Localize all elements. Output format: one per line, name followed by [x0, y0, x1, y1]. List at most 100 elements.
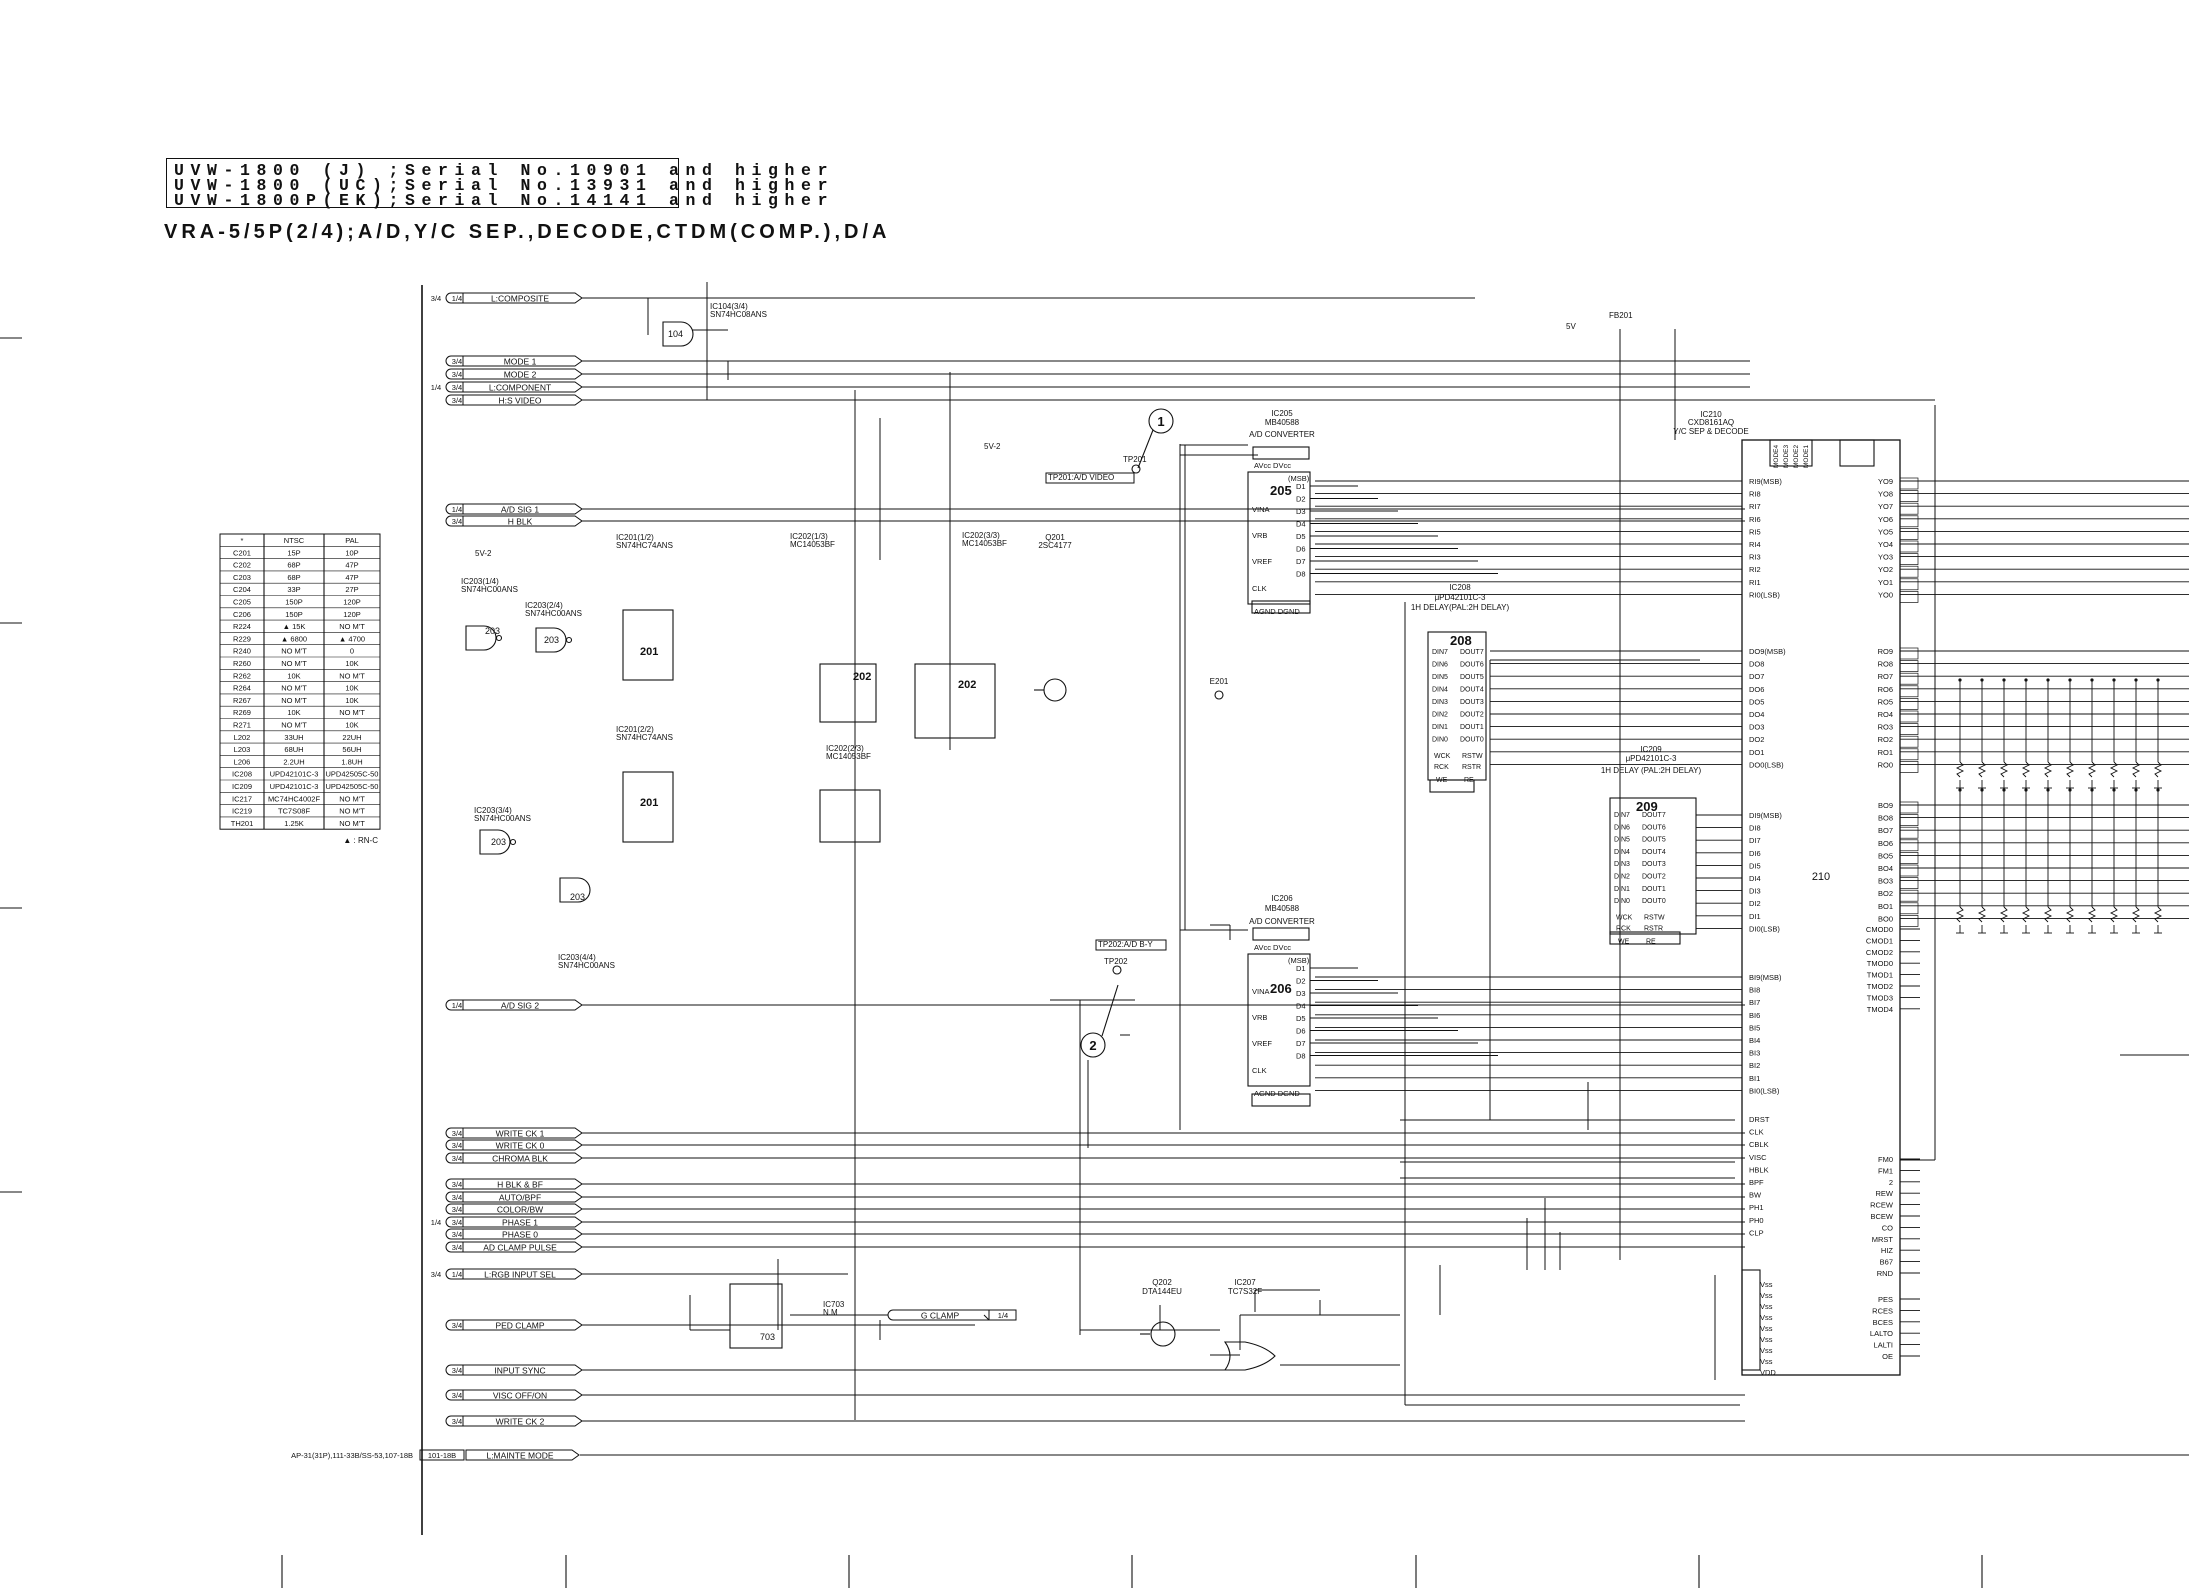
ic210-pin-misc2: OE	[1882, 1352, 1893, 1361]
ic206-msb: (MSB)	[1288, 956, 1310, 965]
parts-table-cell: C204	[233, 585, 251, 594]
parts-table-cell: 47P	[345, 561, 358, 570]
connector-label: VISC OFF/ON	[493, 1391, 547, 1401]
ic210-pin-misc2: PES	[1878, 1295, 1893, 1304]
ic202a-name: IC202(1/3)	[790, 532, 828, 541]
connector-ref: 1/4	[452, 505, 462, 514]
connector-label: COLOR/BW	[497, 1205, 543, 1215]
ic208-pin-we: WE	[1436, 777, 1448, 784]
ic210-pin-top-mode4: MODE4	[1773, 445, 1780, 469]
ic210-func: Y/C SEP & DECODE	[1673, 427, 1748, 436]
connector-ref: 3/4	[452, 383, 462, 392]
ic210-pin-ctrl: BW	[1749, 1191, 1762, 1200]
parts-table-cell: 47P	[345, 573, 358, 582]
ic207-name: IC207	[1234, 1278, 1256, 1287]
parts-table-cell: ▲ 6800	[281, 634, 307, 643]
ic209-pin-din2: DIN2	[1614, 874, 1630, 881]
ic210-pin-misc: REW	[1876, 1189, 1894, 1198]
ic203-nand-gates	[465, 625, 591, 903]
parts-table-cell: 33P	[287, 585, 300, 594]
ic208-pin-din6: DIN6	[1432, 662, 1448, 669]
ic206-pin-d4: D4	[1296, 1002, 1306, 1011]
connector-page: 3/4	[431, 1270, 441, 1279]
marker-2-label: 2	[1089, 1038, 1096, 1053]
parts-table-cell: NO M'T	[281, 696, 307, 705]
ic210-pin-bo: BO3	[1878, 877, 1893, 886]
parts-table-cell: R267	[233, 696, 251, 705]
ic210-pin-r: RI5	[1749, 527, 1761, 536]
ic210-pin-vss: Vss	[1760, 1280, 1773, 1289]
connector-label: L:COMPOSITE	[491, 294, 549, 304]
ic210-pin-misc2: LALTI	[1874, 1341, 1893, 1350]
parts-table-cell: 33UH	[284, 733, 303, 742]
ic210-pin-r: RI7	[1749, 502, 1761, 511]
ic205-name: IC205	[1271, 409, 1293, 418]
ic202b-part: MC14053BF	[826, 752, 871, 761]
parts-table-cell: NO M'T	[281, 684, 307, 693]
ic202a-num: 202	[853, 671, 871, 683]
ic206-num: 206	[1270, 981, 1292, 996]
connector-ref: 3/4	[452, 1129, 462, 1138]
parts-table-cell: R264	[233, 684, 251, 693]
ic208-pin-din4: DIN4	[1432, 687, 1448, 694]
ic210-pin-ctrl: PH0	[1749, 1216, 1764, 1225]
ic205-pin-d5: D5	[1296, 532, 1306, 541]
ic210-pin-ctrl: DRST	[1749, 1115, 1770, 1124]
ic210-pin-b: BI5	[1749, 1023, 1760, 1032]
ic209-pin-dout2: DOUT2	[1642, 874, 1666, 881]
ic210-pin-do: DO5	[1749, 697, 1764, 706]
resistor-arrays	[1955, 678, 2163, 934]
e201-label: E201	[1210, 677, 1229, 686]
ic210-pin-b: BI2	[1749, 1061, 1760, 1070]
ic209-pin-din7: DIN7	[1614, 812, 1630, 819]
ic210-pin-misc: 2	[1889, 1178, 1893, 1187]
ic208-pin-wck: WCK	[1434, 753, 1451, 760]
model-line-uc: UVW-1800 (UC);Serial No.13931 and higher	[174, 176, 835, 195]
ic208-pin-dout6: DOUT6	[1460, 662, 1484, 669]
ic210-pin-mode: TMOD0	[1867, 959, 1893, 968]
ic208-pin-re: RE	[1464, 777, 1474, 784]
ic210-pin-b: BI6	[1749, 1011, 1760, 1020]
ic209-num: 209	[1636, 799, 1658, 814]
ic205-pin-d1: D1	[1296, 482, 1306, 491]
ic203a-part: SN74HC00ANS	[461, 585, 518, 594]
ic210-pin-bo: BO2	[1878, 889, 1893, 898]
ic208-pin-dout5: DOUT5	[1460, 674, 1484, 681]
ic210-pin-vss: Vss	[1760, 1335, 1773, 1344]
connector-label: A/D SIG 2	[501, 1001, 540, 1011]
ic201b-num: 201	[640, 797, 658, 809]
ic703-name: IC703	[823, 1300, 845, 1309]
parts-table-cell: ▲ 4700	[339, 634, 365, 643]
connector-ref: 3/4	[452, 396, 462, 405]
ic210-pin-misc: BCEW	[1871, 1212, 1894, 1221]
ic210-pin-di: DI1	[1749, 912, 1761, 921]
parts-table-cell: IC208	[232, 770, 252, 779]
connector-ref: 3/4	[452, 1321, 462, 1330]
ic206-pin-d7: D7	[1296, 1039, 1306, 1048]
connector-label: H BLK	[508, 517, 533, 527]
ic209-pin-rstr: RSTR	[1644, 925, 1663, 932]
ic208-name: IC208	[1449, 583, 1471, 592]
ic210-pin-ctrl: BPF	[1749, 1178, 1764, 1187]
ic210-pin-misc2: RCES	[1872, 1306, 1893, 1315]
ic205-pin-vina: VINA	[1252, 505, 1270, 514]
ic206-adc	[1180, 927, 1311, 1107]
ic210-pin-misc: FM0	[1878, 1155, 1893, 1164]
parts-table-cell: 150P	[285, 610, 303, 619]
ic208-pin-dout7: DOUT7	[1460, 649, 1484, 656]
ic210-pin-r: RI9(MSB)	[1749, 477, 1782, 486]
ic205-func: A/D CONVERTER	[1249, 430, 1315, 439]
ic210-pin-ctrl: PH1	[1749, 1203, 1764, 1212]
ic208-delay	[1427, 631, 1487, 793]
ic209-pin-din0: DIN0	[1614, 898, 1630, 905]
ic206-pin-vina: VINA	[1252, 987, 1270, 996]
ic208-pin-din2: DIN2	[1432, 712, 1448, 719]
supply-5v: 5V	[1566, 322, 1576, 331]
parts-table-cell: L206	[234, 757, 251, 766]
connector-label: CHROMA BLK	[492, 1154, 548, 1164]
connector-label: PED CLAMP	[495, 1321, 544, 1331]
ic206-func: A/D CONVERTER	[1249, 917, 1315, 926]
parts-table-cell: 10K	[345, 696, 358, 705]
connector-label: A/D SIG 1	[501, 505, 540, 515]
